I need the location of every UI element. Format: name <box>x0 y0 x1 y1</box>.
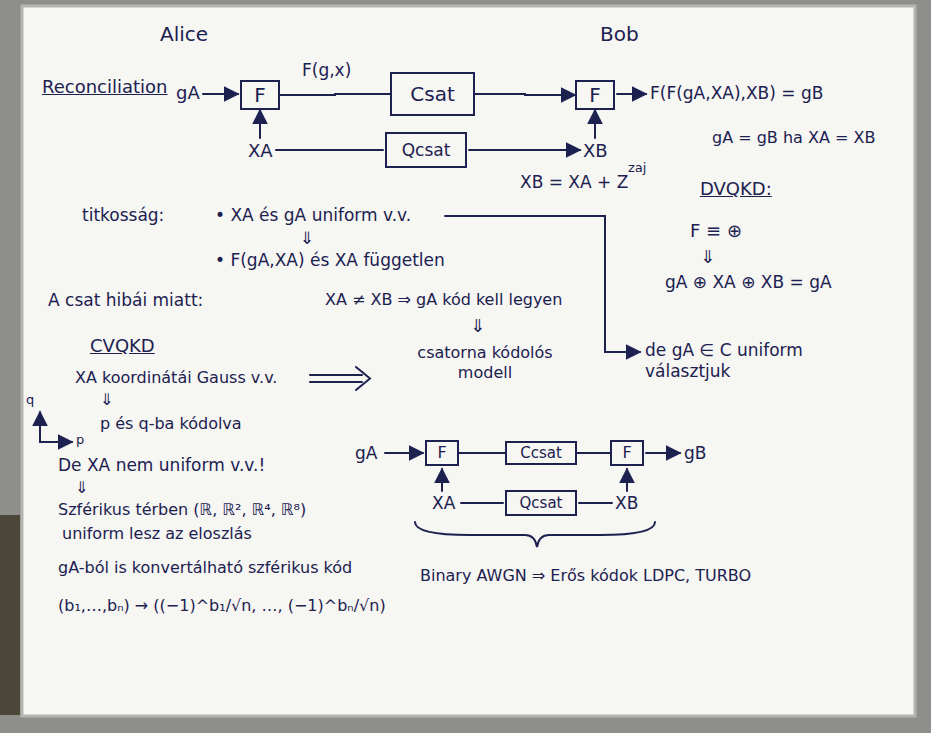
handwritten-note: • F(gA,XA) és XA független <box>215 250 445 271</box>
edge-label: F(g,x) <box>300 60 353 81</box>
wire <box>441 469 443 491</box>
handwritten-note: ⇓ <box>470 315 485 338</box>
connector <box>475 94 575 95</box>
handwritten-note: Szférikus térben (ℝ, ℝ², ℝ⁴, ℝ⁸) <box>58 500 306 520</box>
handwritten-note: XB <box>583 140 608 163</box>
leader-line <box>445 216 640 352</box>
wire <box>469 149 580 151</box>
box-label: F <box>622 443 631 462</box>
channel-box: F <box>575 80 615 110</box>
handwritten-note: p és q-ba kódolva <box>100 414 242 434</box>
photo-edge <box>0 515 20 715</box>
handwritten-note: gA <box>176 82 200 105</box>
double-arrow <box>310 375 362 382</box>
wire <box>626 469 628 491</box>
handwritten-note: Binary AWGN ⇒ Erős kódok LDPC, TURBO <box>420 566 751 586</box>
channel-box: Ccsat <box>505 441 577 465</box>
connector <box>459 452 505 454</box>
channel-box: F <box>240 80 280 110</box>
board-surface <box>22 6 915 716</box>
box-label: Ccsat <box>520 444 562 462</box>
wire <box>617 93 646 95</box>
handwritten-note: gB <box>684 443 706 464</box>
handwritten-note: ⇓ <box>700 246 715 269</box>
handwritten-note: gA = gB ha XA = XB <box>712 128 875 148</box>
connector <box>577 452 610 454</box>
axis <box>39 412 41 442</box>
handwritten-note: gA <box>355 443 377 464</box>
wire <box>594 110 596 138</box>
handwritten-note: XA <box>248 140 273 163</box>
handwritten-note: De XA nem uniform v.v.! <box>58 455 265 476</box>
channel-box: Qcsat <box>505 490 577 516</box>
box-label: Qcsat <box>402 140 451 160</box>
wire <box>203 93 238 95</box>
box-label: F <box>437 443 446 462</box>
handwritten-note: p <box>76 432 84 448</box>
wire <box>385 452 423 454</box>
box-label: Csat <box>410 82 454 106</box>
wire <box>259 110 261 138</box>
wire <box>276 149 383 151</box>
wire <box>646 452 680 454</box>
brace <box>415 522 655 547</box>
handwritten-note: XA <box>432 493 455 514</box>
handwritten-note: Reconciliation <box>42 76 168 99</box>
handwritten-note: gA ⊕ XA ⊕ XB = gA <box>665 272 832 293</box>
handwritten-note: q <box>26 392 34 408</box>
handwritten-note: csatorna kódolós modell <box>410 343 560 383</box>
wire <box>579 502 612 504</box>
handwritten-note: uniform lesz az eloszlás <box>62 524 252 544</box>
handwritten-note: CVQKD <box>90 335 155 358</box>
handwritten-note: F ≡ ⊕ <box>690 220 742 243</box>
handwritten-note: XA koordinátái Gauss v.v. <box>75 368 277 388</box>
handwritten-note: Alice <box>160 22 208 47</box>
connector <box>280 94 390 95</box>
handwritten-note: (b₁,…,bₙ) → ((−1)^b₁/√n, …, (−1)^bₙ/√n) <box>58 596 386 616</box>
handwritten-note: gA-ból is konvertálható szférikus kód <box>58 558 352 578</box>
handwritten-note: titkosság: <box>82 205 164 226</box>
channel-box: Qcsat <box>385 132 467 168</box>
handwritten-note: ⇓ <box>100 390 113 410</box>
channel-box: F <box>425 440 459 466</box>
handwritten-note: XB <box>615 493 638 514</box>
wire <box>461 502 503 504</box>
handwritten-note: de gA ∈ C uniform választjuk <box>645 340 875 383</box>
handwritten-note: A csat hibái miatt: <box>48 290 203 311</box>
box-label: F <box>589 83 601 107</box>
handwritten-note: ⇓ <box>75 478 88 498</box>
box-label: F <box>254 83 266 107</box>
handwritten-note: ⇓ <box>300 228 314 249</box>
handwritten-note: XA ≠ XB ⇒ gA kód kell legyen <box>325 290 562 310</box>
channel-box: F <box>610 440 644 466</box>
handwritten-note: zaj <box>628 160 646 176</box>
axis <box>40 441 72 443</box>
handwritten-note: XB = XA + Z <box>520 172 628 193</box>
handwritten-note: Bob <box>600 22 639 47</box>
double-arrow-head <box>356 367 370 390</box>
handwritten-note: F(F(gA,XA),XB) = gB <box>650 83 823 104</box>
box-label: Qcsat <box>520 494 563 512</box>
handwritten-note: • XA és gA uniform v.v. <box>215 205 411 226</box>
channel-box: Csat <box>390 72 475 116</box>
handwritten-note: DVQKD: <box>700 178 772 201</box>
